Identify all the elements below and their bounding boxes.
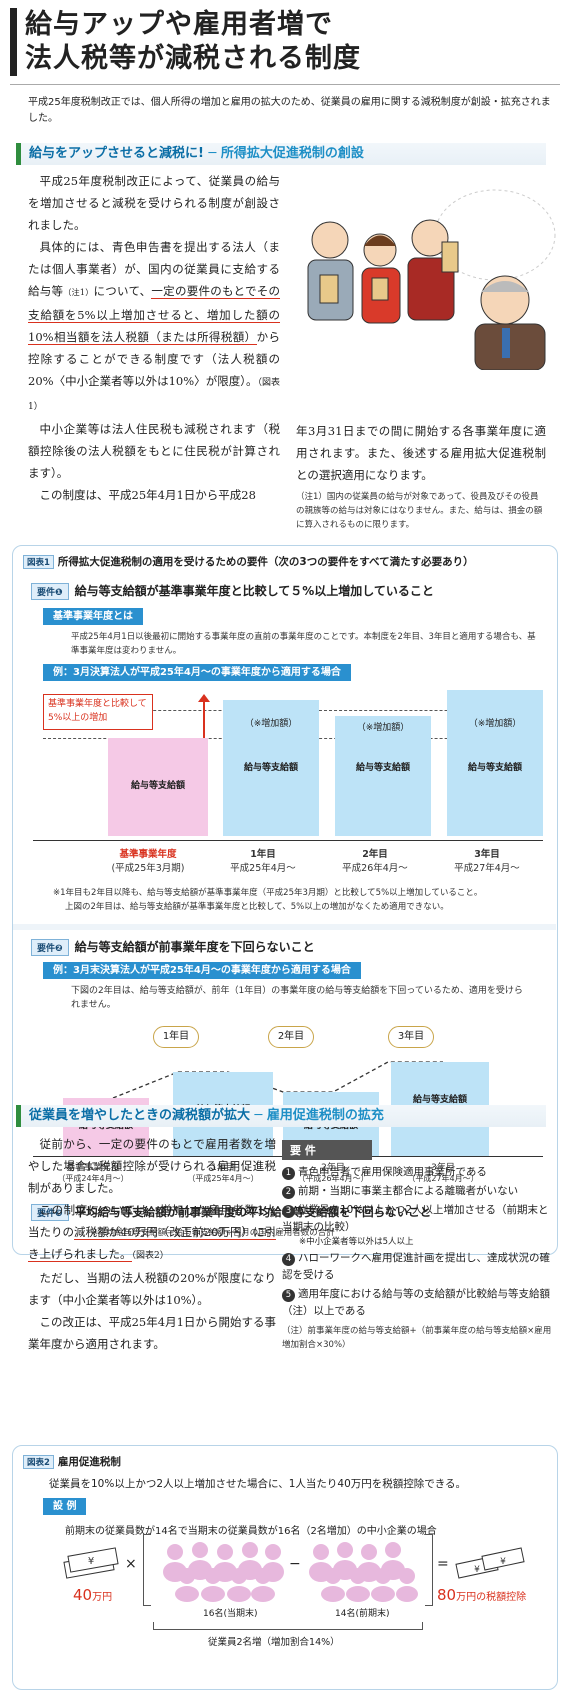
x2-year1: 1年目（平成25年4月〜） bbox=[187, 1163, 259, 1183]
title-line-1: 給与アップや雇用者増で bbox=[25, 9, 333, 40]
money-stack-icon: ¥ bbox=[63, 1547, 119, 1579]
bar-year3: （※増加額） 給与等支給額 bbox=[447, 690, 543, 836]
example1-heading: 例：3月決算法人が平成25年4月〜の事業年度から適用する場合 bbox=[43, 664, 351, 681]
people-icon bbox=[307, 189, 556, 371]
requirements-note: （注）前事業年度の給与等支給額+（前事業年度の給与等支給額×雇用増加割合×30%… bbox=[282, 1326, 552, 1350]
section1-heading-sub: ─ 所得拡大促進税制の創設 bbox=[208, 146, 364, 161]
page-title: 給与アップや雇用者増で 法人税等が減税される制度 bbox=[10, 8, 430, 76]
figure1-note1: ※1年目も2年目以降も、給与等支給額が基準事業年度（平成25年3月期）と比較して… bbox=[53, 888, 483, 898]
section2-heading-main: 従業員を増やしたときの減税額が拡大 bbox=[29, 1108, 251, 1123]
svg-text:¥: ¥ bbox=[474, 1565, 480, 1575]
section1-body: 平成25年度税制改正によって、従業員の給与を増加させると減税を受けられる制度が創… bbox=[28, 170, 281, 506]
bracket-right bbox=[425, 1534, 433, 1606]
section1-heading: 給与をアップさせると減税に! ─ 所得拡大促進税制の創設 bbox=[16, 143, 546, 165]
increase-label: 従業員2名増（増加割合14%） bbox=[208, 1637, 340, 1648]
figure2-tag: 図表2 bbox=[23, 1455, 54, 1469]
req2-tag: 要件❷ bbox=[31, 939, 69, 956]
section1-body-right: 年3月31日までの間に開始する各事業年度に適用されます。また、後述する雇用拡大促… bbox=[296, 420, 546, 486]
employees-14-icon bbox=[309, 1542, 418, 1602]
title-divider bbox=[10, 84, 560, 85]
x1-year3: 3年目平成27年4月〜 bbox=[454, 849, 520, 874]
badge-year2: 2年目 bbox=[268, 1026, 314, 1048]
section1-highlight: 一定の要件のもとでその支給額を5%以上増加させると、増加した額の10%相当額を法… bbox=[28, 284, 281, 345]
figure1-tag: 図表1 bbox=[23, 555, 54, 569]
section2-p2: この制度については、増加した雇用者数1人当たりの減税額が40万円（改正前20万円… bbox=[28, 1203, 276, 1262]
business-people-illustration bbox=[280, 180, 560, 371]
kijun-text: 平成25年4月1日以後最初に開始する事業年度の直前の事業年度のことです。本制度を… bbox=[71, 632, 536, 656]
group2-label: 14名(前期末) bbox=[335, 1609, 390, 1619]
callout-5pct: 基準事業年度と比較して5%以上の増加 bbox=[43, 694, 153, 730]
req3-tag: 要件❸ bbox=[31, 1204, 69, 1221]
req1-tag: 要件❶ bbox=[31, 583, 69, 600]
x2-base: 基準事業年度（平成24年4月〜） bbox=[57, 1163, 129, 1183]
figure1-note2: 上図の2年目は、給与等支給額が基準事業年度と比較して、5%以上の増加がなくため適… bbox=[65, 902, 449, 912]
example-text: 前期末の従業員数が14名で当期末の従業員数が16名（2名増加）の中小企業の場合 bbox=[65, 1526, 437, 1537]
left-amount: 40万円 bbox=[73, 1586, 113, 1604]
requirements-heading: 要 件 bbox=[282, 1140, 372, 1160]
bottom-bracket bbox=[153, 1622, 423, 1630]
times-sign: × bbox=[125, 1556, 137, 1572]
section1-p3: 中小企業等は法人住民税も減税されます（税額控除後の法人税額をもとに住民税が計算さ… bbox=[28, 422, 280, 480]
section2-heading: 従業員を増やしたときの減税額が拡大 ─ 雇用促進税制の拡充 bbox=[16, 1105, 546, 1127]
up-arrow-icon bbox=[198, 694, 210, 738]
title-line-2: 法人税等が減税される制度 bbox=[25, 43, 361, 74]
badge-year1: 1年目 bbox=[153, 1026, 199, 1048]
figure1-separator bbox=[13, 924, 556, 930]
example2-heading: 例：3月末決算法人が平成25年4月〜の事業年度から適用する場合 bbox=[43, 962, 361, 979]
req3-note: ※平均給与等支給額＝給与等支給額÷各月の国内雇用者数の合計 bbox=[91, 1228, 335, 1238]
x1-year1: 1年目平成25年4月〜 bbox=[230, 849, 296, 874]
figure2-text: 従業員を10%以上かつ2人以上増加させた場合に、1人当たり40万円を税額控除でき… bbox=[49, 1478, 467, 1490]
employees-16-icon bbox=[163, 1542, 284, 1602]
section1-note1: （注1）国内の従業員の給与が対象であって、役員及びその役員の親族等の給与は対象に… bbox=[296, 492, 543, 530]
group1-label: 16名(当期末) bbox=[203, 1609, 258, 1619]
section1-p4a: この制度は、平成25年4月1日から平成28 bbox=[39, 488, 256, 502]
bar-base: 給与等支給額 bbox=[108, 738, 208, 836]
x1-year2: 2年目平成26年4月〜 bbox=[342, 849, 408, 874]
kijun-heading: 基準事業年度とは bbox=[43, 608, 143, 625]
req2-text: 下図の2年目は、給与等支給額が、前年（1年目）の事業年度の給与等支給額を下回って… bbox=[71, 986, 523, 1010]
chart1-axis bbox=[33, 840, 543, 841]
x1-base: 基準事業年度(平成25年3月期) bbox=[111, 849, 185, 874]
intro-text: 平成25年度税制改正では、個人所得の増加と雇用の拡大のため、従業員の雇用に関する… bbox=[28, 97, 551, 124]
section1-p1: 平成25年度税制改正によって、従業員の給与を増加させると減税を受けられる制度が創… bbox=[28, 174, 280, 232]
bracket-left bbox=[143, 1534, 151, 1606]
x2-year2: 2年目（平成26年4月〜） bbox=[297, 1163, 369, 1183]
section2-p4: この改正は、平成25年4月1日から開始する事業年度から適用されます。 bbox=[28, 1315, 276, 1351]
section2-p1: 従前から、一定の要件のもとで雇用者数を増やした場合に税額控除が受けられる雇用促進… bbox=[28, 1137, 276, 1195]
chart1: 基準事業年度と比較して5%以上の増加 給与等支給額 （※増加額） 給与等支給額 … bbox=[43, 686, 543, 836]
equals-sign: = bbox=[437, 1556, 449, 1572]
right-amount: 80万円の税額控除 bbox=[437, 1586, 527, 1604]
example-tag: 設 例 bbox=[43, 1498, 87, 1515]
money-stack-large-icon: ¥ ¥ bbox=[455, 1547, 525, 1579]
bar-year1: （※増加額） 給与等支給額 bbox=[223, 700, 319, 836]
section1-p2: 具体的には、青色申告書を提出する法人（または個人事業者）が、国内の従業員に支給す… bbox=[28, 240, 281, 412]
threshold-line-5pct bbox=[113, 710, 543, 711]
badge-year3: 3年目 bbox=[388, 1026, 434, 1048]
minus-sign: − bbox=[289, 1556, 301, 1572]
svg-text:¥: ¥ bbox=[88, 1556, 94, 1567]
section2-heading-sub: ─ 雇用促進税制の拡充 bbox=[254, 1108, 384, 1123]
bar-year2: （※増加額） 給与等支給額 bbox=[335, 716, 431, 836]
x2-year3: 3年目（平成27年4月〜） bbox=[407, 1163, 479, 1183]
section2-highlight: 減税額が40万円（改正前20万円）に引き上げられました。 bbox=[28, 1225, 276, 1262]
svg-text:¥: ¥ bbox=[500, 1557, 506, 1567]
section1-p4b: 年3月31日までの間に開始する各事業年度に適用されます。また、後述する雇用拡大促… bbox=[296, 424, 546, 482]
section2-body: 従前から、一定の要件のもとで雇用者数を増やした場合に税額控除が受けられる雇用促進… bbox=[28, 1133, 276, 1355]
section1-heading-main: 給与をアップさせると減税に! bbox=[29, 146, 204, 161]
section2-p3: ただし、当期の法人税額の20%が限度になります（中小企業者等以外は10%）。 bbox=[28, 1271, 276, 1307]
